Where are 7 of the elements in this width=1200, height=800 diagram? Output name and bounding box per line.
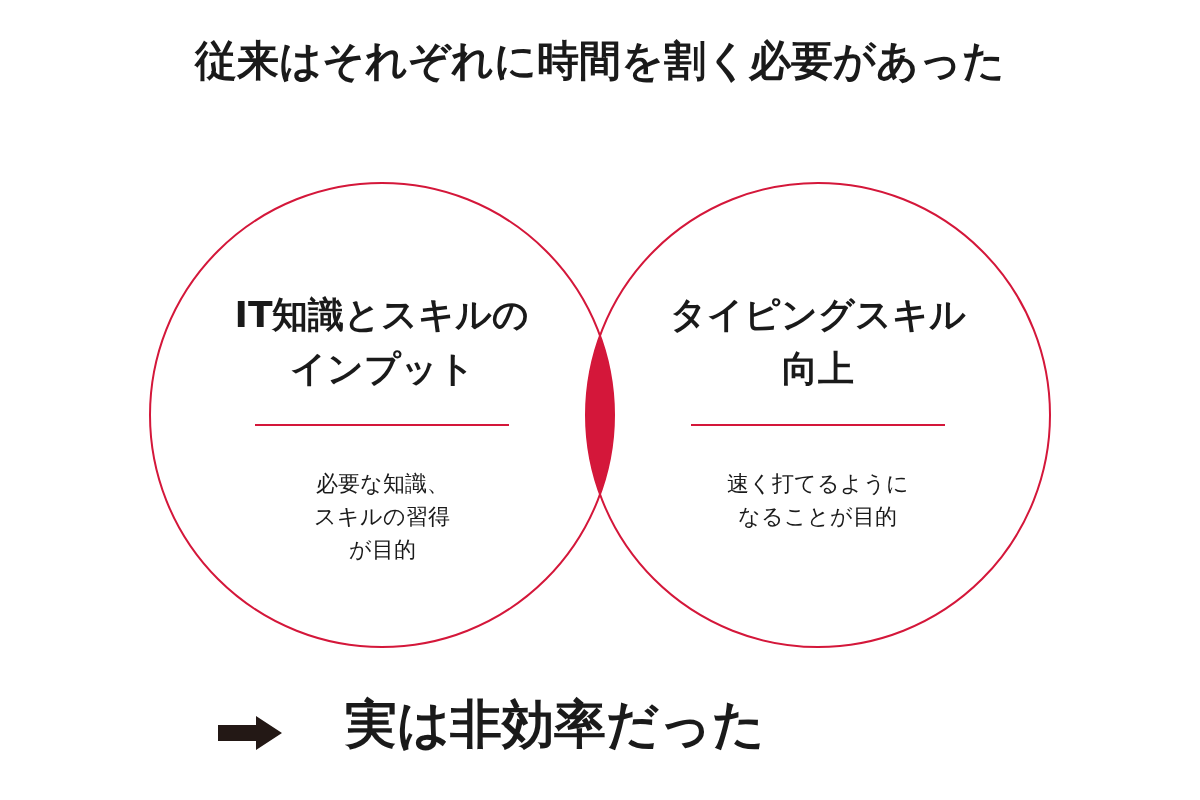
conclusion-text: 実は非効率だった <box>345 693 765 756</box>
title: 従来はそれぞれに時間を割く必要があった <box>193 35 1006 87</box>
circle-heading: タイピングスキル向上 <box>669 293 967 391</box>
overlap-lens <box>586 336 614 494</box>
circle-description: 速く打てるようになることが目的 <box>726 470 910 531</box>
circle-heading: IT知識とスキルのインプット <box>233 293 531 391</box>
circle-description: 必要な知識、スキルの習得が目的 <box>313 470 451 564</box>
